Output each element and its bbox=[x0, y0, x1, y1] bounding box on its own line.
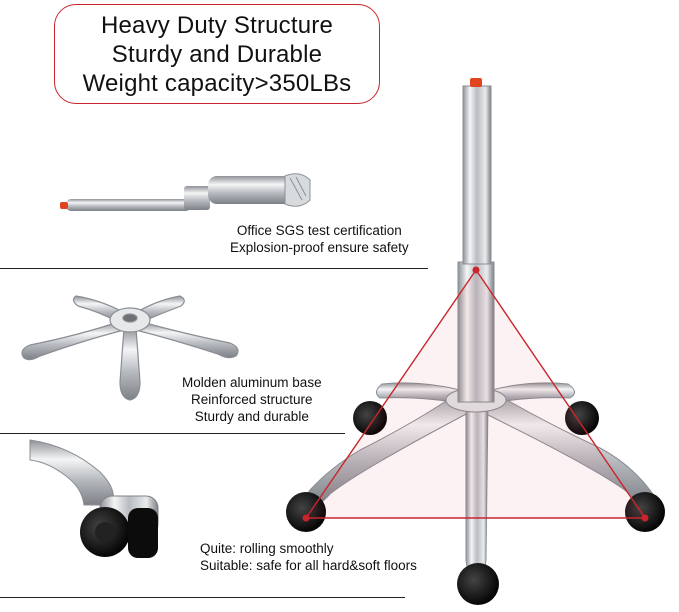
divider bbox=[0, 433, 345, 434]
caption-line: Quite: rolling smoothly bbox=[200, 541, 334, 556]
caption-line: Suitable: safe for all hard&soft floors bbox=[200, 558, 417, 573]
divider bbox=[0, 268, 428, 269]
caster-detail-image bbox=[29, 439, 159, 558]
feature-caster-caption: Quite: rolling smoothly Suitable: safe f… bbox=[200, 540, 417, 574]
aluminum-base-image bbox=[21, 295, 239, 401]
stool-base-image bbox=[286, 78, 665, 605]
caption-line: Reinforced structure bbox=[191, 392, 313, 407]
headline-box: Heavy Duty Structure Sturdy and Durable … bbox=[54, 4, 380, 104]
caption-line: Molden aluminum base bbox=[182, 375, 322, 390]
caption-line: Office SGS test certification bbox=[236, 223, 402, 238]
headline-line-1: Heavy Duty Structure bbox=[100, 11, 334, 39]
caption-line: Explosion-proof ensure safety bbox=[230, 240, 409, 255]
feature-cylinder-caption: Office SGS test certification Explosion-… bbox=[230, 222, 409, 256]
headline-line-2: Sturdy and Durable bbox=[111, 40, 323, 68]
headline-line-3: Weight capacity>350LBs bbox=[82, 69, 352, 97]
caption-line: Sturdy and durable bbox=[194, 409, 309, 424]
gas-cylinder-image bbox=[60, 173, 311, 211]
divider bbox=[0, 597, 405, 598]
feature-base-caption: Molden aluminum base Reinforced structur… bbox=[182, 374, 322, 425]
